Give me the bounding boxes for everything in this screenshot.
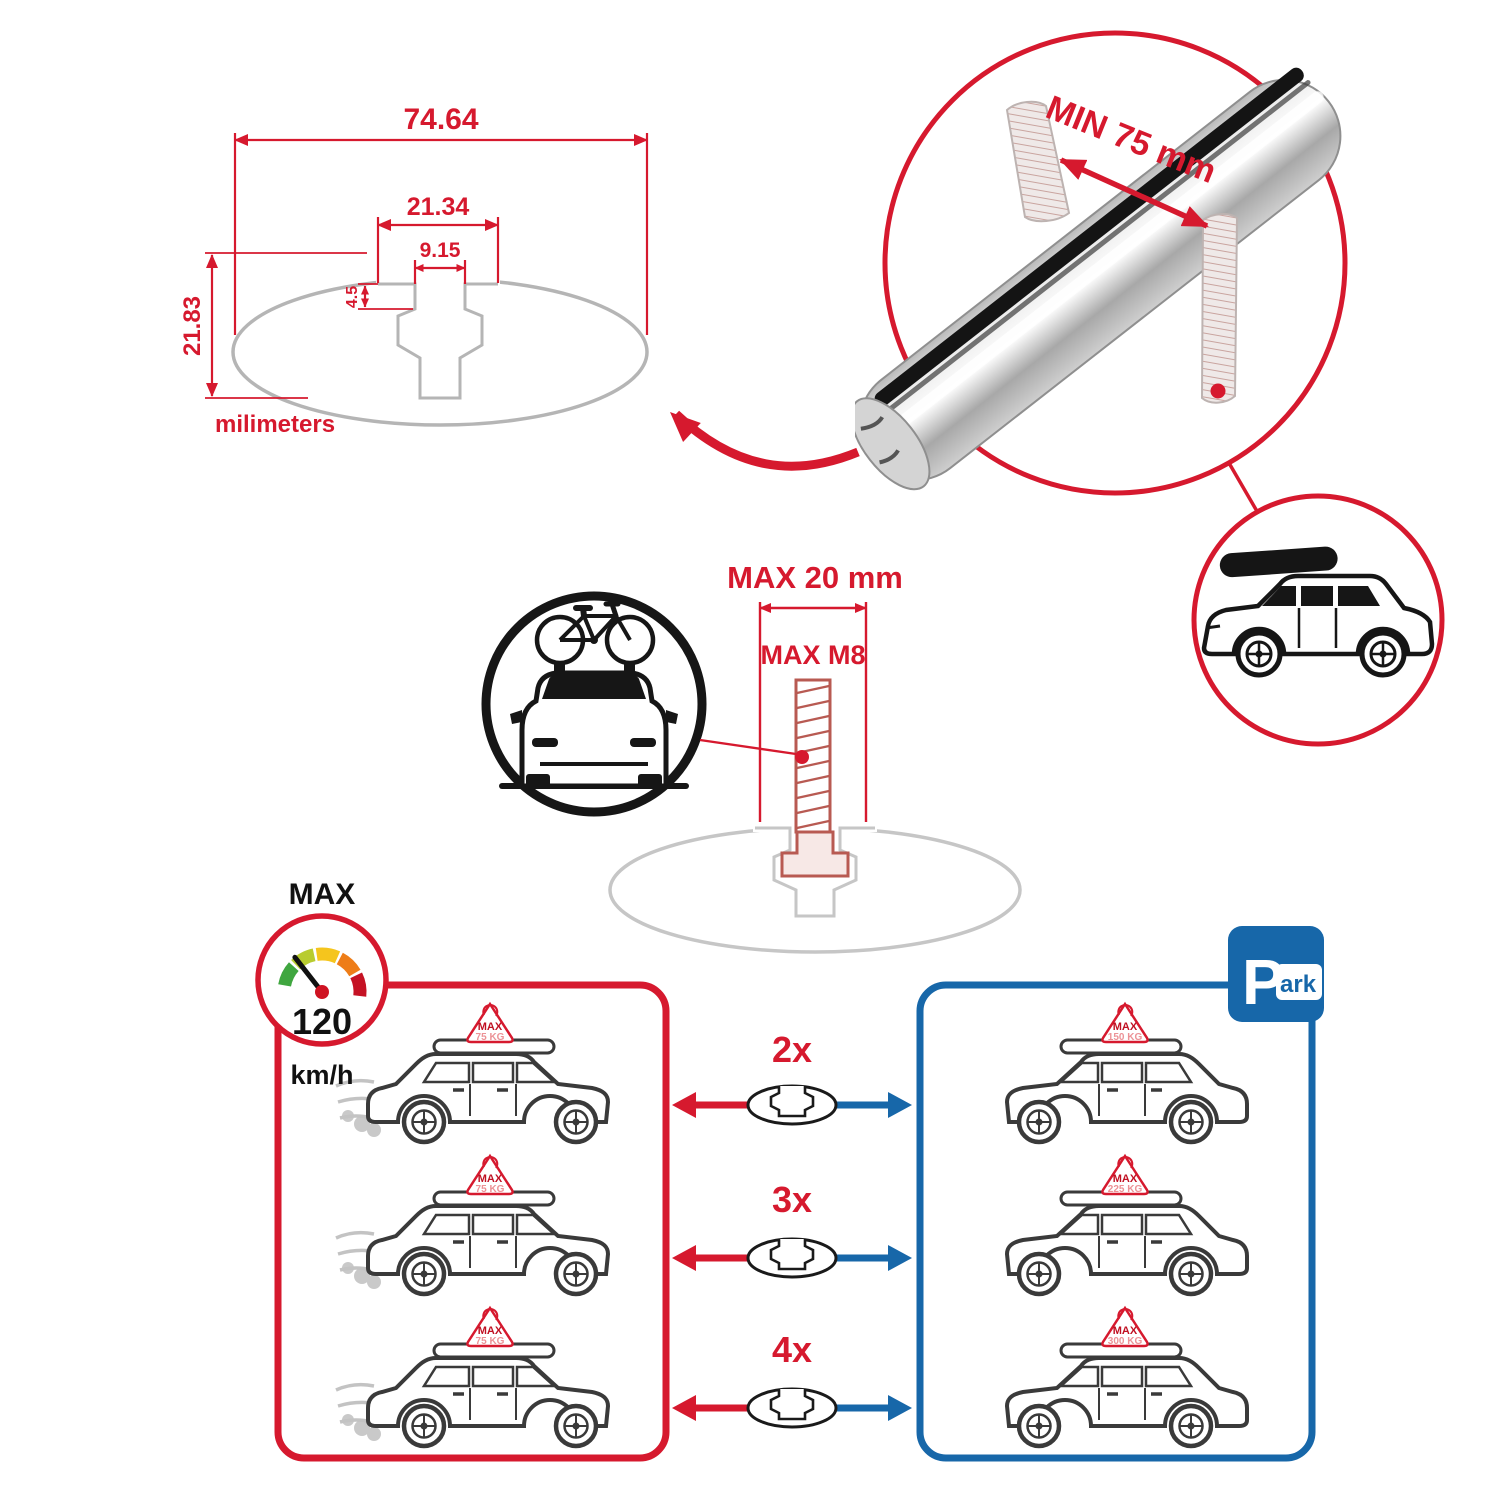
multiplier-label: 2x	[772, 1029, 812, 1070]
red-circle-outline	[882, 30, 1348, 496]
sign-max-label: MAX	[1113, 1021, 1138, 1033]
bar-cross-section-icon	[746, 1387, 838, 1429]
multiplier-row: 2x	[672, 1029, 912, 1126]
dim-slot-inner-label: 9.15	[420, 239, 461, 262]
speed-gauge: MAX 120 km/h	[255, 878, 389, 1090]
measuring-tape-right	[1200, 213, 1239, 404]
parking-sign: P ark	[1228, 926, 1324, 1022]
crossbar-detail-circle: MIN 75 mm	[855, 30, 1348, 496]
min-span-arrow	[1059, 157, 1209, 229]
gauge-unit: km/h	[290, 1060, 353, 1090]
multiplier-label: 4x	[772, 1329, 812, 1370]
max-thread-label: MAX M8	[760, 640, 865, 670]
load-comparison-section: MAX 75 KG MAX 75 KG MAX 75 KG MAX 150 KG	[255, 878, 1324, 1462]
sign-weight-label: 75 KG	[476, 1184, 505, 1195]
driving-car-row: MAX 75 KG	[334, 1002, 608, 1142]
sign-max-label: MAX	[478, 1325, 503, 1337]
parked-car-row: MAX 300 KG	[1007, 1306, 1247, 1446]
cross-section-diagram: 74.64 21.34 9.15 4.5 21.83 milimeters	[179, 103, 649, 438]
bicycle-icon	[534, 601, 656, 673]
roof-cargo-box	[1219, 546, 1338, 578]
bar-cross-section-icon	[746, 1237, 838, 1279]
gauge-needle	[292, 954, 325, 995]
dimension-lines	[205, 133, 649, 399]
driving-car-row: MAX 75 KG	[334, 1306, 608, 1446]
sign-max-label: MAX	[1113, 1325, 1138, 1337]
suv-roofbox-circle	[1191, 493, 1445, 747]
suv-with-roofbox	[1201, 546, 1435, 678]
dim-height-label: 21.83	[179, 296, 206, 356]
aluminum-crossbar	[855, 67, 1342, 491]
parking-ark: ark	[1280, 971, 1317, 998]
car-front-bike-circle	[481, 591, 707, 817]
dim-total-width-label: 74.64	[403, 103, 478, 136]
bolt-dimension-lines	[758, 602, 868, 865]
callout-dot	[1210, 383, 1226, 399]
sign-weight-label: 150 KG	[1108, 1032, 1143, 1043]
dim-slot-outer-label: 21.34	[407, 193, 470, 221]
gauge-circle	[255, 913, 389, 1047]
wheel	[1359, 630, 1407, 678]
units-label: milimeters	[215, 411, 335, 438]
sign-weight-label: 75 KG	[476, 1336, 505, 1347]
bar-cross-section-icon	[746, 1084, 838, 1126]
wheel	[1235, 630, 1283, 678]
sign-weight-label: 300 KG	[1108, 1336, 1143, 1347]
bolt-diagram: MAX 20 mm MAX M8	[608, 560, 1022, 954]
sign-max-label: MAX	[1113, 1173, 1138, 1185]
parked-car-row: MAX 150 KG	[1007, 1002, 1247, 1142]
callout-dot	[795, 750, 809, 764]
gauge-arc	[278, 947, 367, 997]
sign-weight-label: 75 KG	[476, 1032, 505, 1043]
max-width-label: MAX 20 mm	[727, 560, 903, 595]
car-front-icon	[510, 670, 678, 789]
multiplier-label: 3x	[772, 1179, 812, 1220]
driving-car-row: MAX 75 KG	[334, 1154, 608, 1294]
multiplier-row: 4x	[672, 1329, 912, 1429]
dim-lip-label: 4.5	[344, 286, 361, 308]
sign-max-label: MAX	[478, 1173, 503, 1185]
gauge-max-label: MAX	[289, 878, 356, 911]
sign-weight-label: 225 KG	[1108, 1184, 1143, 1195]
gauge-value: 120	[292, 1001, 352, 1042]
multiplier-row: 3x	[672, 1179, 912, 1279]
callout-line	[699, 738, 797, 756]
bar-profile-outline	[231, 275, 649, 427]
gauge-hub	[315, 985, 329, 999]
sign-max-label: MAX	[478, 1021, 503, 1033]
parked-car-row: MAX 225 KG	[1007, 1154, 1247, 1294]
